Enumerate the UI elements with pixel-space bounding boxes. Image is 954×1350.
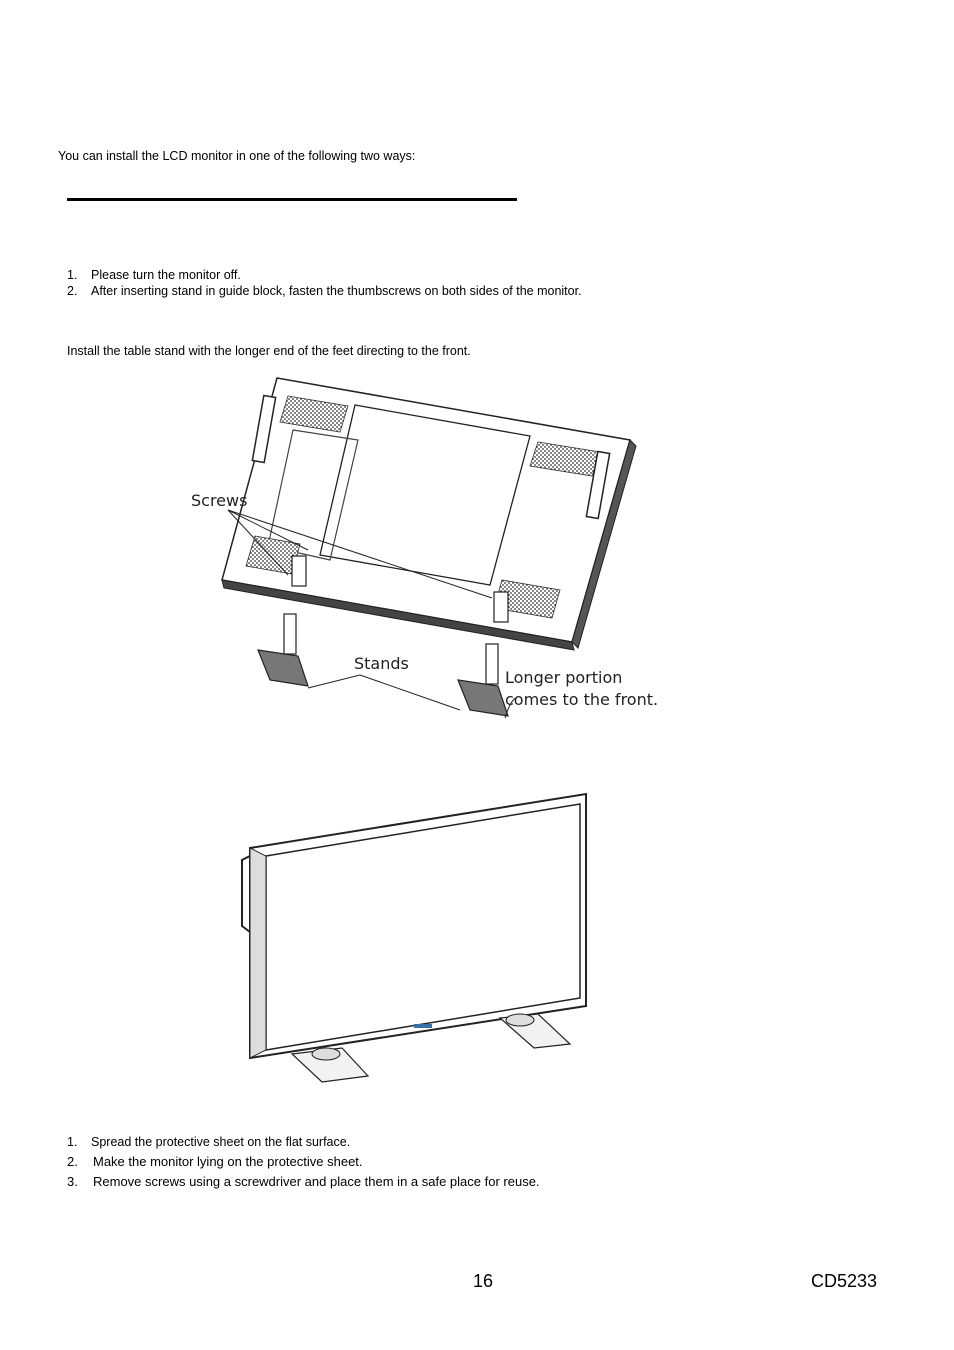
- list-text: Spread the protective sheet on the flat …: [91, 1135, 351, 1149]
- list-text: After inserting stand in guide block, fa…: [91, 284, 582, 298]
- side-handle: [241, 855, 251, 933]
- stand-upright-left: [283, 613, 297, 655]
- stands-pointer: [307, 674, 461, 711]
- brand-logo: [414, 1024, 432, 1028]
- monitor-front-stand-figure: [241, 792, 587, 1083]
- stand-upright-right: [485, 643, 499, 685]
- stand-base-right: [505, 1013, 535, 1027]
- list-text: Remove screws using a screwdriver and pl…: [93, 1174, 540, 1189]
- screw-pointer: [227, 509, 289, 576]
- steps-list-a: 1. Please turn the monitor off. 2. After…: [67, 267, 582, 299]
- longer-portion-label-2: comes to the front.: [505, 690, 658, 709]
- stand-post-right: [493, 591, 509, 623]
- screw-pointer: [227, 509, 493, 599]
- list-number: 1.: [67, 268, 78, 282]
- list-number: 2.: [67, 284, 78, 298]
- list-text: Please turn the monitor off.: [91, 268, 241, 282]
- list-item: 2. After inserting stand in guide block,…: [67, 283, 582, 299]
- stand-foot-left: [257, 649, 309, 687]
- screws-label: Screws: [191, 491, 247, 510]
- intro-text: You can install the LCD monitor in one o…: [58, 149, 416, 163]
- list-item: 1. Please turn the monitor off.: [67, 267, 582, 283]
- monitor-side-edge: [571, 439, 637, 649]
- page-number: 16: [473, 1271, 494, 1291]
- list-number: 1.: [67, 1135, 78, 1149]
- steps-list-b: 1. Spread the protective sheet on the fl…: [67, 1132, 540, 1192]
- stand-note: Install the table stand with the longer …: [67, 344, 471, 358]
- monitor-left-edge: [249, 847, 267, 1059]
- stand-post-left: [291, 555, 307, 587]
- rear-frame: [267, 429, 359, 561]
- longer-portion-pointer: [504, 697, 516, 719]
- screw-pointer: [227, 509, 309, 551]
- list-item: 1. Spread the protective sheet on the fl…: [67, 1132, 540, 1152]
- rear-plate: [319, 404, 531, 586]
- monitor-rear-stand-figure: Screws Stands Longer portion comes to th…: [191, 377, 658, 719]
- list-text: Make the monitor lying on the protective…: [93, 1154, 363, 1169]
- list-number: 3.: [67, 1174, 78, 1189]
- handle-left: [251, 394, 277, 464]
- vent-top-left: [279, 395, 349, 433]
- vent-top-right: [529, 441, 601, 477]
- model-name: CD5233: [811, 1271, 878, 1291]
- longer-portion-label-1: Longer portion: [505, 668, 622, 687]
- handle-right: [585, 450, 611, 520]
- list-number: 2.: [67, 1154, 78, 1169]
- list-item: 3. Remove screws using a screwdriver and…: [67, 1172, 540, 1192]
- stands-label: Stands: [354, 654, 409, 673]
- monitor-bottom-edge: [221, 579, 575, 651]
- section-divider: [67, 198, 517, 201]
- stand-foot-right: [457, 679, 509, 717]
- list-item: 2. Make the monitor lying on the protect…: [67, 1152, 540, 1172]
- stand-base-left: [311, 1047, 341, 1061]
